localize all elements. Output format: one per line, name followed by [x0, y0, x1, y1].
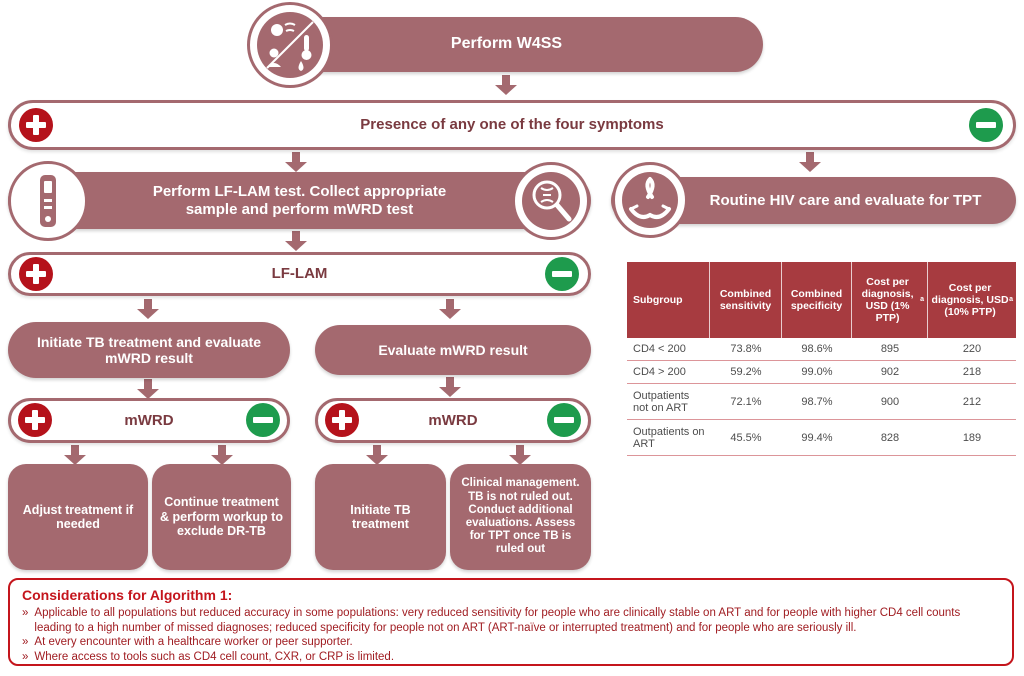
cell-cost-10ptp: 212: [962, 395, 982, 408]
continue-treatment-label: Continue treatment & perform workup to e…: [160, 495, 283, 539]
table-row: Outpatients on ART 45.5% 99.4% 828 189: [627, 420, 1016, 456]
consideration-item: » At every encounter with a healthcare w…: [22, 635, 1000, 650]
considerations-title: Considerations for Algorithm 1:: [22, 587, 233, 603]
symptoms-icon: [247, 2, 333, 88]
consideration-text: Where access to tools such as CD4 cell c…: [34, 651, 395, 664]
hands-ribbon-icon: [612, 162, 688, 238]
continue-treatment-box: Continue treatment & perform workup to e…: [152, 464, 291, 570]
initiate-tb-box: Initiate TB treatment: [315, 464, 446, 570]
perform-lflam-pill: Perform LF-LAM test. Collect appropriate…: [8, 172, 591, 229]
column-header-cost-1ptp: Cost per diagnosis, USD (1% PTP)a: [852, 262, 928, 338]
cell-cost-10ptp: 218: [962, 366, 982, 378]
minus-icon: [246, 403, 280, 437]
bullet-marker: »: [22, 636, 29, 649]
clinical-management-label: Clinical management. TB is not ruled out…: [461, 477, 580, 556]
dna-magnifier-icon: [512, 162, 590, 240]
minus-icon: [969, 108, 1003, 142]
symptoms-presence-pill: Presence of any one of the four symptoms: [8, 100, 1016, 150]
considerations-box: Considerations for Algorithm 1: » Applic…: [8, 578, 1014, 666]
lflam-result-label: LF-LAM: [271, 265, 328, 283]
subgroup-cost-table: Subgroup Combined sensitivity Combined s…: [627, 262, 1016, 456]
cell-specificity: 99.4%: [801, 431, 833, 444]
cell-subgroup: Outpatients on ART: [633, 425, 705, 450]
mwrd-result-label: mWRD: [428, 411, 478, 429]
perform-w4ss-label: Perform W4SS: [450, 35, 563, 53]
initiate-evaluate-label: Initiate TB treatment and evaluate mWRD …: [36, 333, 262, 366]
cell-cost-1ptp: 895: [880, 343, 900, 355]
cell-specificity: 99.0%: [801, 366, 833, 378]
plus-icon: [19, 108, 53, 142]
consideration-text: At every encounter with a healthcare wor…: [34, 636, 353, 649]
table-header-row: Subgroup Combined sensitivity Combined s…: [627, 262, 1016, 338]
arrow-down: [64, 445, 86, 465]
initiate-evaluate-pill: Initiate TB treatment and evaluate mWRD …: [8, 322, 290, 378]
cell-specificity: 98.7%: [801, 395, 833, 408]
cell-sensitivity: 59.2%: [730, 366, 762, 378]
arrow-down: [366, 445, 388, 465]
arrow-down: [495, 75, 517, 95]
table-row: CD4 < 200 73.8% 98.6% 895 220: [627, 338, 1016, 361]
perform-w4ss-pill: Perform W4SS: [250, 17, 763, 72]
cell-subgroup: Outpatients not on ART: [633, 389, 690, 414]
perform-lflam-label: Perform LF-LAM test. Collect appropriate…: [152, 183, 447, 218]
column-header-cost-10ptp: Cost per diagnosis, USD (10% PTP)a: [931, 282, 1013, 318]
cell-cost-10ptp: 189: [962, 431, 982, 444]
cell-specificity: 98.6%: [801, 343, 833, 355]
cell-sensitivity: 73.8%: [730, 343, 762, 355]
lflam-result-pill: LF-LAM: [8, 252, 591, 296]
initiate-tb-label: Initiate TB treatment: [350, 502, 411, 531]
column-header-sensitivity: Combined sensitivity: [710, 262, 782, 338]
table-row: Outpatients not on ART 72.1% 98.7% 900 2…: [627, 384, 1016, 420]
column-header-cost-10ptp-text: Cost per diagnosis, USD (10% PTP): [931, 282, 1009, 318]
mwrd-result-left-pill: mWRD: [8, 398, 290, 443]
test-strip-icon: [8, 161, 88, 241]
mwrd-result-right-pill: mWRD: [315, 398, 591, 443]
arrow-down: [439, 377, 461, 397]
arrow-down: [137, 299, 159, 319]
symptoms-presence-label: Presence of any one of the four symptoms: [360, 116, 664, 134]
consideration-item: » Where access to tools such as CD4 cell…: [22, 650, 1000, 665]
evaluate-mwrd-label: Evaluate mWRD result: [378, 341, 528, 358]
consideration-item: » Applicable to all populations but redu…: [22, 606, 1000, 635]
minus-icon: [545, 257, 579, 291]
table-row: CD4 > 200 59.2% 99.0% 902 218: [627, 361, 1016, 384]
arrow-down: [211, 445, 233, 465]
plus-icon: [19, 257, 53, 291]
cell-cost-10ptp: 220: [962, 343, 982, 355]
consideration-text: Applicable to all populations but reduce…: [34, 607, 961, 634]
evaluate-mwrd-pill: Evaluate mWRD result: [315, 325, 591, 375]
minus-icon: [547, 403, 581, 437]
cell-sensitivity: 72.1%: [730, 395, 762, 408]
cell-subgroup: CD4 > 200: [633, 366, 686, 378]
bullet-marker: »: [22, 651, 29, 664]
arrow-down: [137, 379, 159, 399]
bullet-marker: »: [22, 607, 29, 619]
clinical-management-box: Clinical management. TB is not ruled out…: [450, 464, 591, 570]
adjust-treatment-box: Adjust treatment if needed: [8, 464, 148, 570]
mwrd-result-label: mWRD: [124, 411, 174, 429]
column-header-specificity: Combined specificity: [782, 262, 852, 338]
cell-cost-1ptp: 902: [880, 366, 900, 378]
cell-cost-1ptp: 828: [880, 431, 900, 444]
arrow-down: [285, 231, 307, 251]
arrow-down: [285, 152, 307, 172]
adjust-treatment-label: Adjust treatment if needed: [22, 502, 134, 531]
routine-hiv-care-label: Routine HIV care and evaluate for TPT: [709, 191, 982, 209]
cell-cost-1ptp: 900: [880, 395, 900, 408]
plus-icon: [18, 403, 52, 437]
arrow-down: [509, 445, 531, 465]
column-header-cost-1ptp-text: Cost per diagnosis, USD (1% PTP): [861, 276, 914, 324]
arrow-down: [799, 152, 821, 172]
plus-icon: [325, 403, 359, 437]
cell-sensitivity: 45.5%: [730, 431, 762, 444]
column-header-subgroup: Subgroup: [627, 262, 710, 338]
cell-subgroup: CD4 < 200: [633, 343, 686, 355]
arrow-down: [439, 299, 461, 319]
